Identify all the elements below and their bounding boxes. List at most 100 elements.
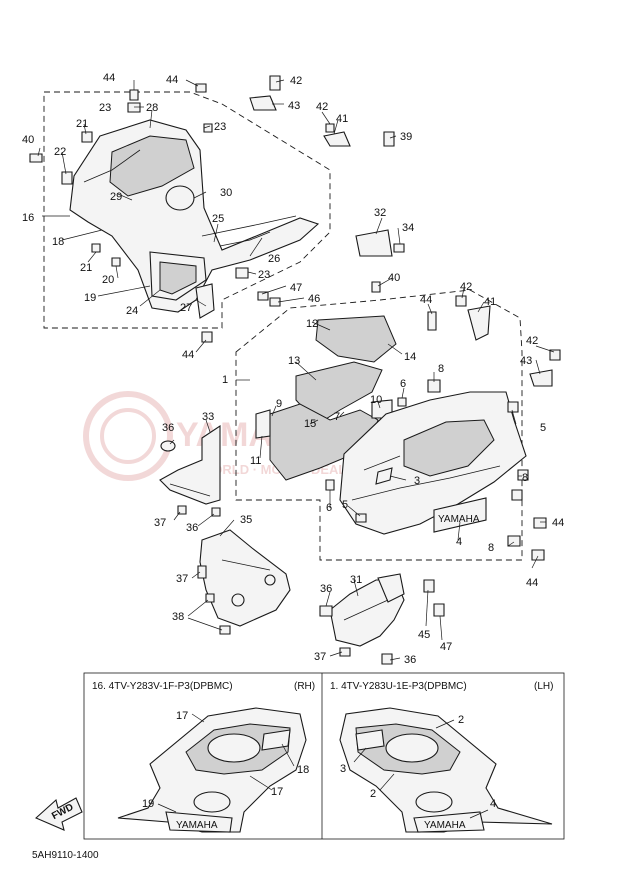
- lh-decal-brand: YAMAHA: [424, 820, 466, 831]
- fasteners-middle: [325, 281, 561, 561]
- rh-decal-brand: YAMAHA: [176, 820, 218, 831]
- callout-19: 19: [142, 798, 154, 810]
- callout-23: 23: [99, 102, 111, 114]
- rh-cowling-decal-view: YAMAHA: [117, 707, 307, 833]
- callout-33: 33: [202, 411, 214, 423]
- callout-41: 41: [336, 113, 348, 125]
- inset-right-side: (LH): [534, 681, 553, 692]
- callout-9: 9: [276, 398, 282, 410]
- cover-35: [197, 529, 291, 635]
- callout-36: 36: [404, 654, 416, 666]
- callout-8: 8: [522, 472, 528, 484]
- callout-labels: 44 44 42 23 28 43 42 21 23 41 39 40 22 3…: [22, 72, 564, 666]
- callout-24: 24: [126, 305, 138, 317]
- bracket-33: [159, 424, 221, 517]
- inset-left-side: (RH): [294, 681, 315, 692]
- callout-20: 20: [102, 274, 114, 286]
- callout-4: 4: [490, 798, 496, 810]
- callout-42: 42: [526, 335, 538, 347]
- figure-code: 5AH9110-1400: [32, 850, 99, 861]
- callout-17: 17: [176, 710, 188, 722]
- callout-17: 17: [271, 786, 283, 798]
- callout-44: 44: [103, 72, 115, 84]
- inner-panels: [255, 315, 397, 481]
- callout-44: 44: [182, 349, 194, 361]
- lower-cowling-lh: YAMAHA: [339, 391, 527, 535]
- callout-40: 40: [22, 134, 34, 146]
- callout-46: 46: [308, 293, 320, 305]
- callout-44: 44: [420, 294, 432, 306]
- callout-23: 23: [214, 121, 226, 133]
- callout-5: 5: [342, 499, 348, 511]
- callout-43: 43: [520, 355, 532, 367]
- lh-cowling-decal-view: YAMAHA: [339, 707, 553, 833]
- callout-37: 37: [154, 517, 166, 529]
- callout-41: 41: [484, 296, 496, 308]
- callout-22: 22: [54, 146, 66, 158]
- bracket-31: [319, 573, 445, 665]
- callout-37: 37: [176, 573, 188, 585]
- callout-29: 29: [110, 191, 122, 203]
- assembly-16-boundary: [43, 91, 331, 329]
- callout-30: 30: [220, 187, 232, 199]
- callout-37: 37: [314, 651, 326, 663]
- callout-38: 38: [172, 611, 184, 623]
- callout-2: 2: [370, 788, 376, 800]
- callout-6: 6: [326, 502, 332, 514]
- callout-3: 3: [340, 763, 346, 775]
- callout-31: 31: [350, 574, 362, 586]
- callout-16: 16: [22, 212, 34, 224]
- callout-40: 40: [388, 272, 400, 284]
- callout-44: 44: [166, 74, 178, 86]
- callout-12: 12: [306, 318, 318, 330]
- decal-inset: 16. 4TV-Y283V-1F-P3(DPBMC) (RH) 1. 4TV-Y…: [83, 672, 565, 840]
- callout-15: 15: [304, 418, 316, 430]
- callout-28: 28: [146, 102, 158, 114]
- callout-35: 35: [240, 514, 252, 526]
- callout-36: 36: [186, 522, 198, 534]
- callout-21: 21: [80, 262, 92, 274]
- callout-8: 8: [488, 542, 494, 554]
- callout-44: 44: [552, 517, 564, 529]
- callout-6: 6: [400, 378, 406, 390]
- callout-3: 3: [414, 475, 420, 487]
- callout-18: 18: [297, 764, 309, 776]
- callout-14: 14: [404, 351, 416, 363]
- callout-39: 39: [400, 131, 412, 143]
- callout-10: 10: [370, 394, 382, 406]
- callout-7: 7: [334, 411, 340, 423]
- callout-4: 4: [456, 536, 462, 548]
- fasteners-upper-left: [29, 75, 405, 343]
- callout-36: 36: [320, 583, 332, 595]
- callout-19: 19: [84, 292, 96, 304]
- callout-18: 18: [52, 236, 64, 248]
- callout-36: 36: [162, 422, 174, 434]
- callout-23: 23: [258, 269, 270, 281]
- assembly-1-boundary: [235, 289, 523, 561]
- callout-44: 44: [526, 577, 538, 589]
- callout-45: 45: [418, 629, 430, 641]
- callout-34: 34: [402, 222, 414, 234]
- inset-left-title: 16. 4TV-Y283V-1F-P3(DPBMC): [92, 681, 233, 692]
- forward-arrow-icon: FWD: [34, 797, 83, 831]
- callout-42: 42: [290, 75, 302, 87]
- callout-42: 42: [460, 281, 472, 293]
- callout-11: 11: [250, 455, 261, 467]
- callout-2: 2: [458, 714, 464, 726]
- callout-43: 43: [288, 100, 300, 112]
- callout-42: 42: [316, 101, 328, 113]
- callout-1: 1: [222, 374, 228, 386]
- callout-25: 25: [212, 213, 224, 225]
- callout-47: 47: [440, 641, 452, 653]
- callout-5: 5: [540, 422, 546, 434]
- inset-right-title: 1. 4TV-Y283U-1E-P3(DPBMC): [330, 681, 467, 692]
- callout-8: 8: [438, 363, 444, 375]
- callout-13: 13: [288, 355, 300, 367]
- callout-26: 26: [268, 253, 280, 265]
- callout-32: 32: [374, 207, 386, 219]
- callout-47: 47: [290, 282, 302, 294]
- leader-lines: [37, 79, 555, 661]
- lower-cowling-brand: YAMAHA: [438, 514, 480, 525]
